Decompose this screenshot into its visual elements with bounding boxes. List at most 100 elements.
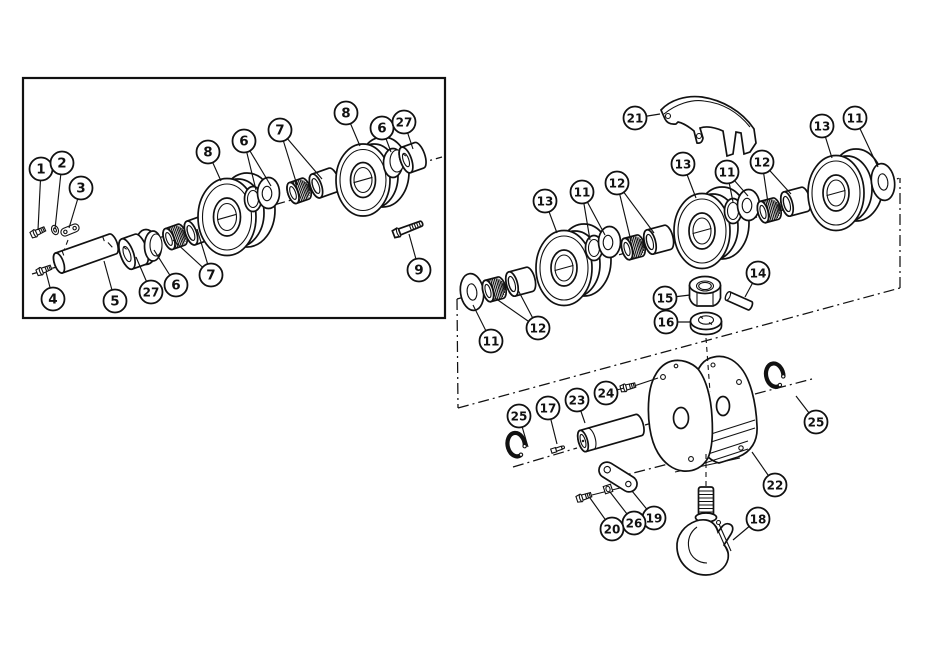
callout-number: 12 — [754, 156, 771, 170]
callout-balloon — [599, 516, 625, 542]
callout-number: 11 — [483, 335, 500, 349]
callout-balloon — [652, 285, 678, 311]
callout-balloon — [478, 328, 504, 354]
callout-number: 25 — [511, 410, 528, 424]
callout-14: 14 — [744, 260, 771, 298]
callout-15: 15 — [652, 285, 691, 311]
callout-23: 23 — [564, 387, 590, 424]
callout-11: 11 — [472, 304, 504, 354]
needle-bearing-12-a — [479, 274, 510, 304]
nut-15 — [688, 275, 722, 307]
callout-balloon — [138, 279, 164, 305]
bushing-12-b — [640, 222, 677, 257]
callout-number: 6 — [171, 278, 180, 294]
callout-number: 16 — [658, 316, 675, 330]
callout-balloon — [267, 117, 293, 143]
callout-number: 11 — [574, 186, 591, 200]
callout-number: 7 — [275, 123, 284, 139]
callout-13: 13 — [670, 151, 697, 199]
callout-number: 27 — [396, 116, 413, 130]
callout-8: 8 — [333, 100, 361, 147]
callout-balloon — [762, 472, 788, 498]
callout-18: 18 — [732, 506, 771, 541]
callout-balloon — [809, 113, 835, 139]
callout-21: 21 — [622, 105, 661, 131]
housing-22 — [647, 355, 758, 473]
callout-balloon — [670, 151, 696, 177]
bolt-20 — [575, 490, 593, 504]
callout-27: 27 — [391, 109, 417, 150]
callout-number: 8 — [203, 145, 212, 161]
callout-number: 12 — [609, 177, 626, 191]
callout-6: 6 — [369, 115, 395, 153]
callout-number: 3 — [76, 181, 85, 197]
callout-number: 7 — [206, 268, 215, 284]
lock-washer-16 — [689, 311, 723, 336]
callout-number: 17 — [540, 402, 557, 416]
callout-balloon — [40, 286, 66, 312]
callout-balloon — [593, 380, 619, 406]
callout-number: 22 — [767, 479, 784, 493]
sheave-8-second — [335, 136, 410, 217]
callout-number: 9 — [414, 263, 423, 279]
collar-27-right — [398, 141, 427, 174]
sheave-13-first — [535, 223, 612, 307]
set-bolt-4 — [35, 263, 53, 277]
callout-balloon — [391, 109, 417, 135]
callout-number: 8 — [341, 106, 350, 122]
callout-balloon — [569, 179, 595, 205]
callout-20: 20 — [589, 497, 625, 542]
callout-number: 13 — [814, 120, 831, 134]
callout-number: 23 — [569, 394, 586, 408]
keeper-plate-3 — [60, 223, 80, 237]
callout-24: 24 — [593, 380, 625, 406]
callout-7: 7 — [267, 117, 323, 186]
callout-11: 11 — [569, 179, 606, 241]
callout-16: 16 — [653, 309, 691, 335]
callout-7: 7 — [172, 228, 224, 288]
callout-number: 1 — [36, 162, 45, 178]
callout-number: 13 — [675, 158, 692, 172]
callout-balloon — [532, 188, 558, 214]
callout-11: 11 — [842, 105, 879, 168]
washer-11-end-left — [457, 271, 487, 313]
callout-number: 13 — [537, 195, 554, 209]
callout-6: 6 — [231, 128, 272, 191]
callout-12: 12 — [604, 170, 655, 242]
callout-balloon — [622, 105, 648, 131]
callout-balloon — [564, 387, 590, 413]
callout-number: 27 — [143, 286, 160, 300]
callout-19: 19 — [631, 490, 667, 531]
callout-number: 20 — [604, 523, 621, 537]
callout-25: 25 — [506, 403, 532, 448]
callout-balloon — [198, 262, 224, 288]
sheave-8-first — [197, 172, 276, 257]
screw-fit-line — [633, 377, 659, 387]
callout-balloon — [745, 506, 771, 532]
bushing-12-a — [502, 264, 539, 299]
callout-8: 8 — [195, 139, 222, 182]
callout-number: 4 — [48, 292, 57, 308]
callout-balloon — [49, 150, 75, 176]
callout-balloon — [803, 409, 829, 435]
callout-balloon — [231, 128, 257, 154]
callout-6: 6 — [153, 249, 189, 298]
callout-balloon — [333, 100, 359, 126]
needle-bearing-12-c — [754, 195, 785, 225]
callout-balloon — [525, 315, 551, 341]
callout-number: 14 — [750, 267, 767, 281]
callout-balloon — [163, 272, 189, 298]
callout-number: 2 — [57, 156, 66, 172]
callout-number: 12 — [530, 322, 547, 336]
flat-washer-2 — [50, 224, 60, 236]
sheave-13-third — [807, 148, 884, 232]
callout-number: 6 — [239, 134, 248, 150]
callout-12: 12 — [749, 149, 792, 204]
callout-number: 24 — [598, 387, 615, 401]
callout-5: 5 — [102, 260, 128, 314]
callout-1: 1 — [28, 156, 54, 231]
callout-number: 21 — [627, 112, 644, 126]
screw-24 — [619, 380, 637, 394]
callout-balloon — [842, 105, 868, 131]
callout-number: 18 — [750, 513, 767, 527]
